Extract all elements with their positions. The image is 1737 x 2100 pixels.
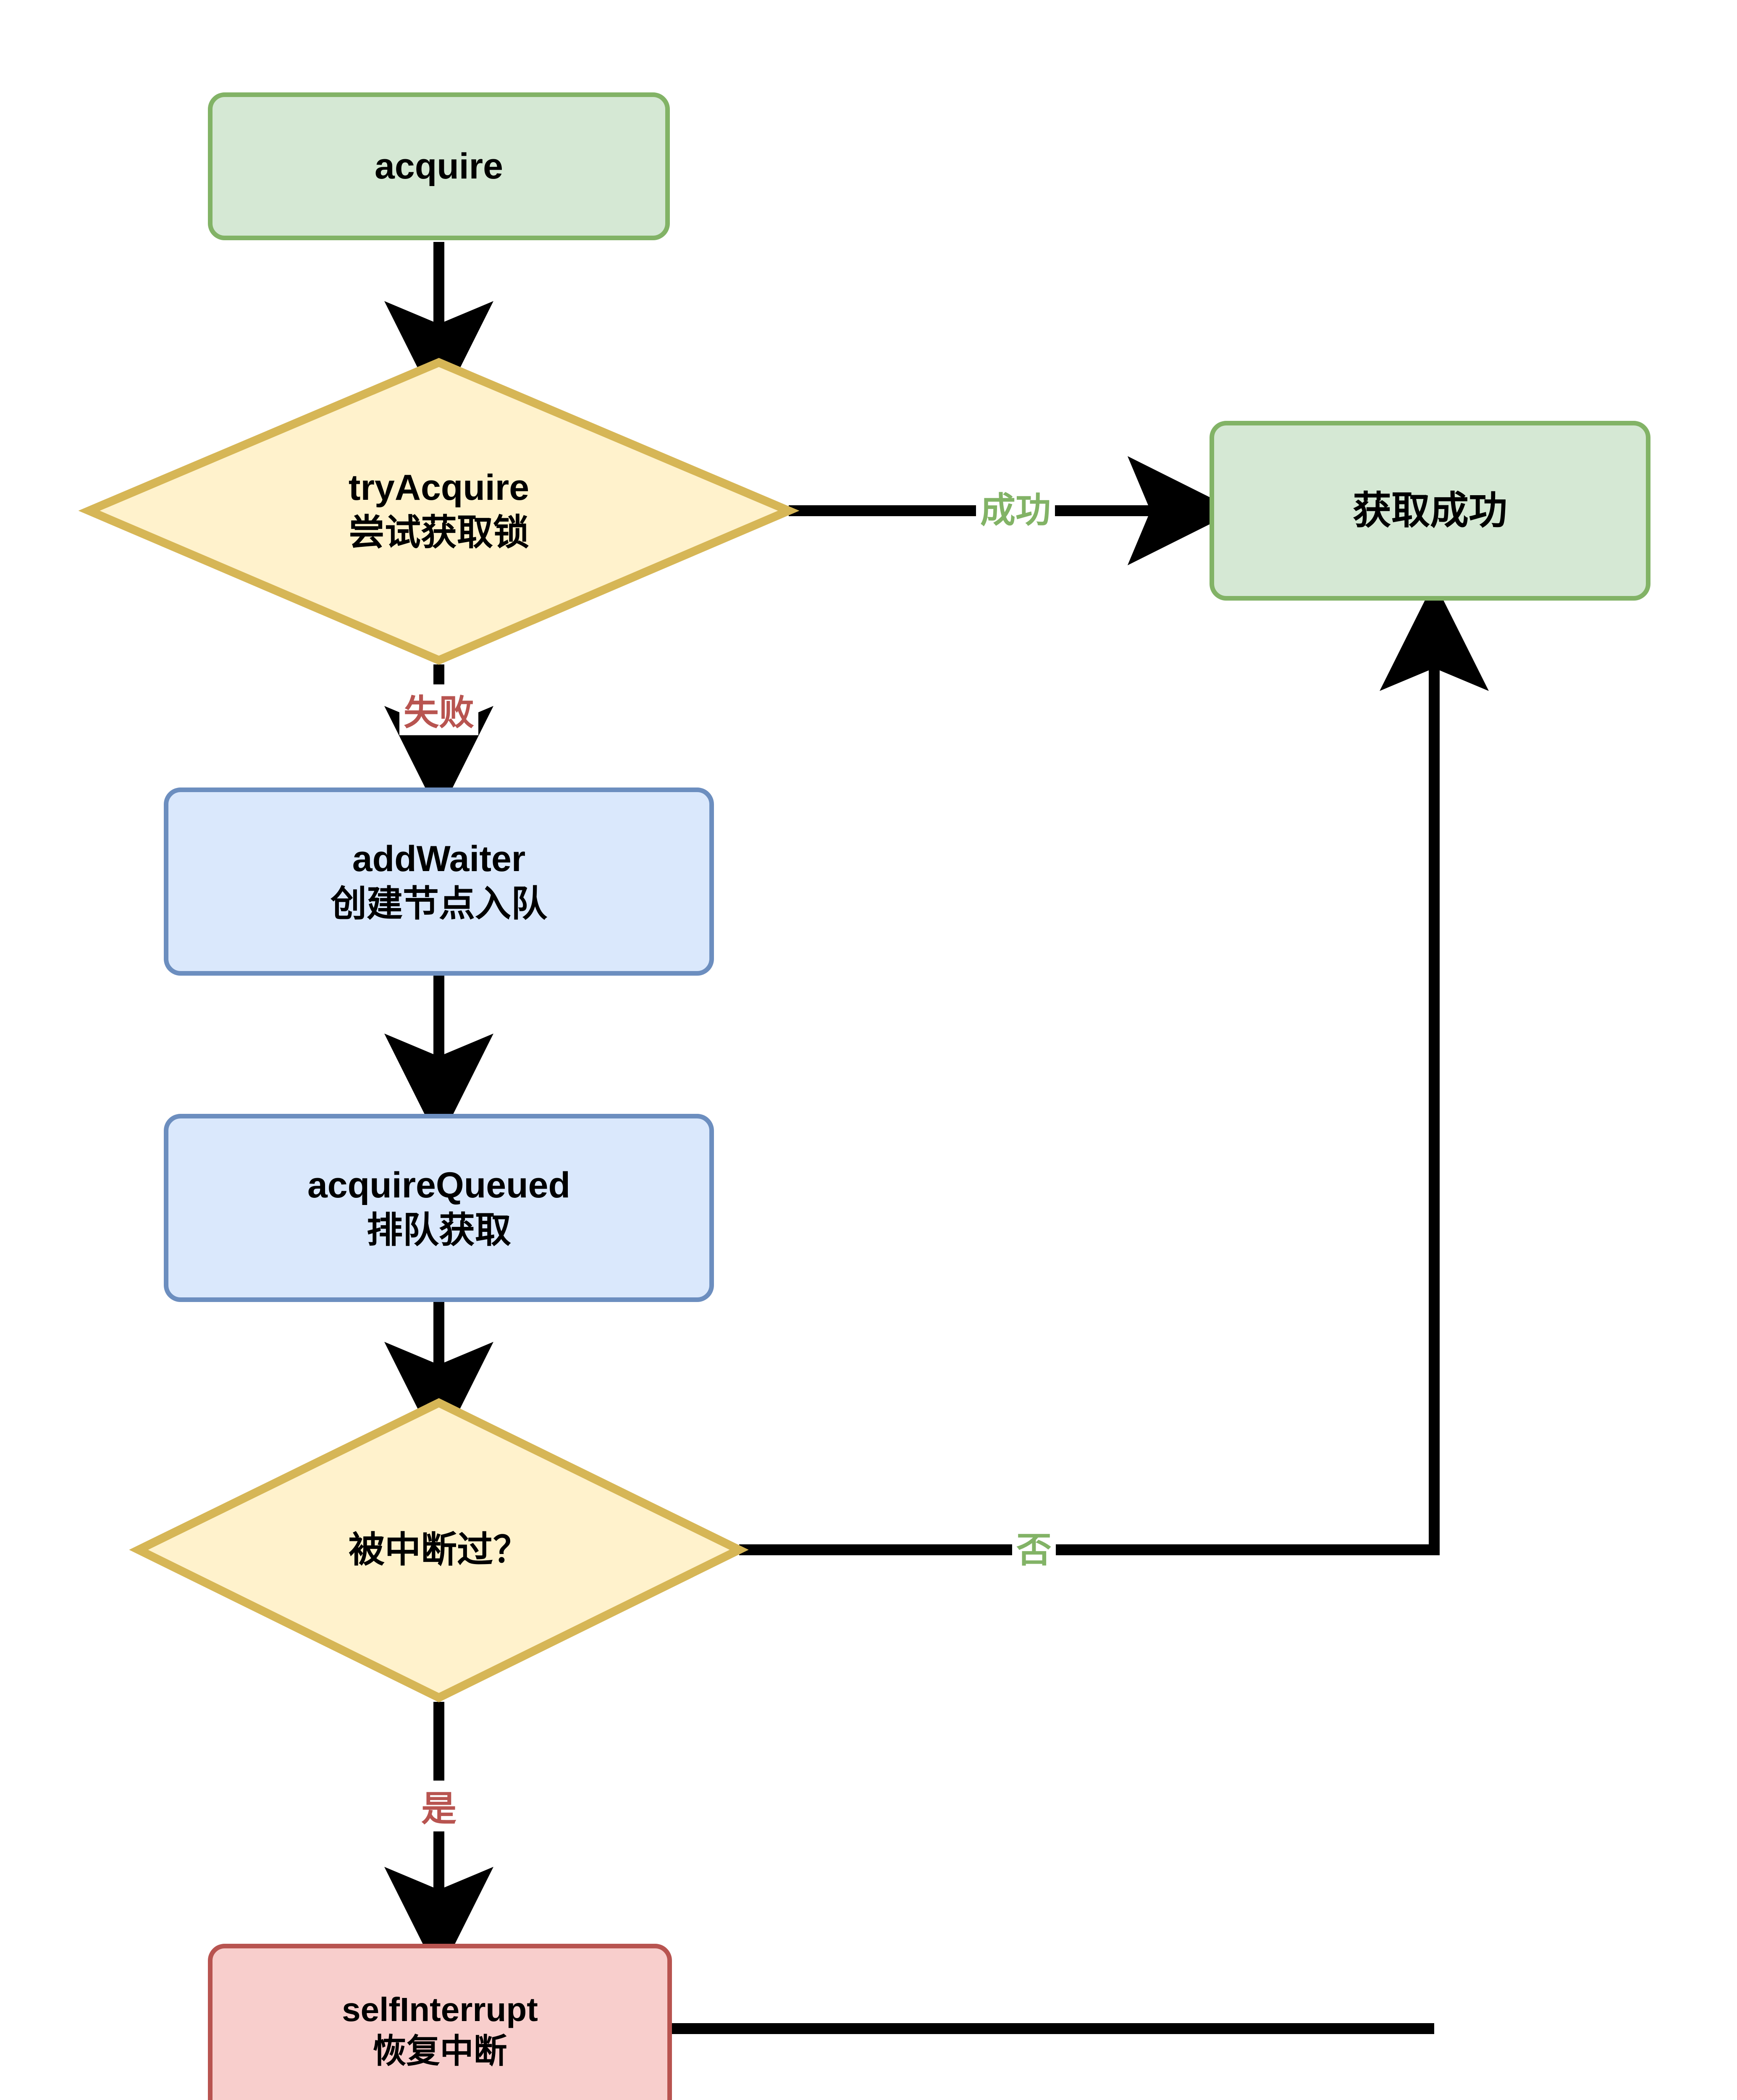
edge-interrupted-to-success <box>739 582 1489 1555</box>
node-selfinterrupt-label-secondary: 恢复中断 <box>373 2032 507 2070</box>
node-success[interactable]: 获取成功 <box>1210 421 1650 601</box>
edge-label-no: 否 <box>1012 1522 1056 1573</box>
node-acquire-label-primary: acquire <box>375 146 503 186</box>
node-success-label-primary: 获取成功 <box>1352 489 1507 532</box>
node-tryacquire-shape[interactable] <box>78 358 800 665</box>
node-acquirequeued-label-primary: acquireQueued <box>307 1165 571 1206</box>
edge-label-success: 成功 <box>976 482 1055 533</box>
node-addwaiter-label-secondary: 创建节点入队 <box>331 884 547 924</box>
node-acquirequeued[interactable]: acquireQueued 排队获取 <box>164 1114 714 1302</box>
node-acquire[interactable]: acquire <box>208 92 670 240</box>
node-acquirequeued-label-secondary: 排队获取 <box>367 1210 511 1250</box>
node-addwaiter[interactable]: addWaiter 创建节点入队 <box>164 788 714 976</box>
node-addwaiter-label-primary: addWaiter <box>352 839 526 879</box>
node-selfinterrupt[interactable]: selfInterrupt 恢复中断 <box>208 1944 672 2100</box>
edge-label-failure: 失败 <box>399 684 479 735</box>
node-selfinterrupt-label-primary: selfInterrupt <box>342 1990 538 2028</box>
edge-label-yes: 是 <box>417 1780 461 1832</box>
node-interrupted-shape[interactable] <box>129 1398 749 1703</box>
